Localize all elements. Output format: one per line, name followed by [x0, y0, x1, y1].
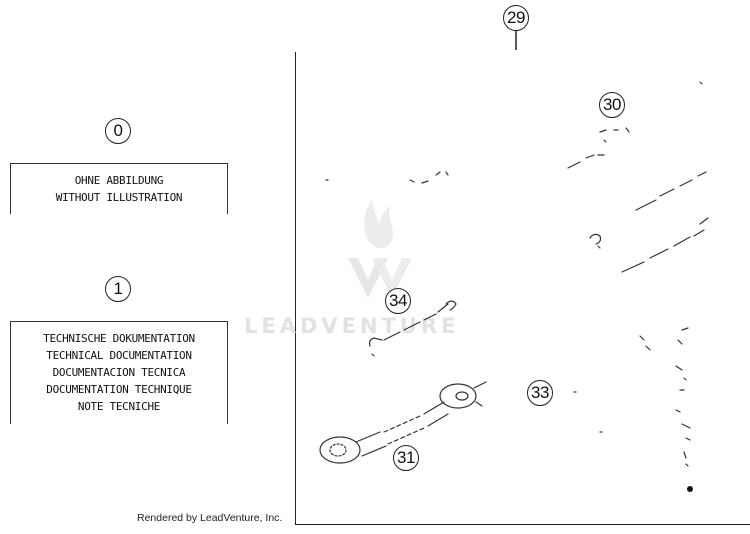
note-line: DOCUMENTACION TECNICA — [52, 366, 186, 379]
note-line: NOTE TECNICHE — [77, 400, 161, 413]
note-line: TECHNICAL DOCUMENTATION — [46, 349, 192, 362]
callout-0[interactable]: 0 — [105, 118, 131, 144]
render-credit: Rendered by LeadVenture, Inc. — [137, 512, 283, 524]
callout-1[interactable]: 1 — [105, 276, 131, 302]
note-line: OHNE ABBILDUNG — [74, 174, 164, 187]
note-line: TECHNISCHE DOKUMENTATION — [43, 332, 195, 345]
part-34-drawing[interactable] — [368, 300, 457, 357]
callout-34[interactable]: 34 — [385, 288, 411, 314]
watermark-text: LEADVENTURE — [244, 314, 460, 338]
part-30-drawing[interactable] — [567, 81, 709, 273]
callout-31[interactable]: 31 — [393, 445, 419, 471]
note-line: DOCUMENTATION TECHNIQUE — [46, 383, 192, 396]
callout-33[interactable]: 33 — [527, 380, 553, 406]
technical-documentation-note: TECHNISCHE DOKUMENTATION TECHNICAL DOCUM… — [10, 321, 228, 424]
tool-kit-frame — [295, 52, 750, 525]
callout-29[interactable]: 29 — [503, 5, 529, 31]
no-illustration-note: OHNE ABBILDUNG WITHOUT ILLUSTRATION — [10, 163, 228, 214]
callout-30[interactable]: 30 — [599, 92, 625, 118]
part-33-drawing[interactable] — [573, 327, 691, 467]
part-31-drawing[interactable] — [319, 381, 487, 464]
note-line: WITHOUT ILLUSTRATION — [55, 191, 183, 204]
